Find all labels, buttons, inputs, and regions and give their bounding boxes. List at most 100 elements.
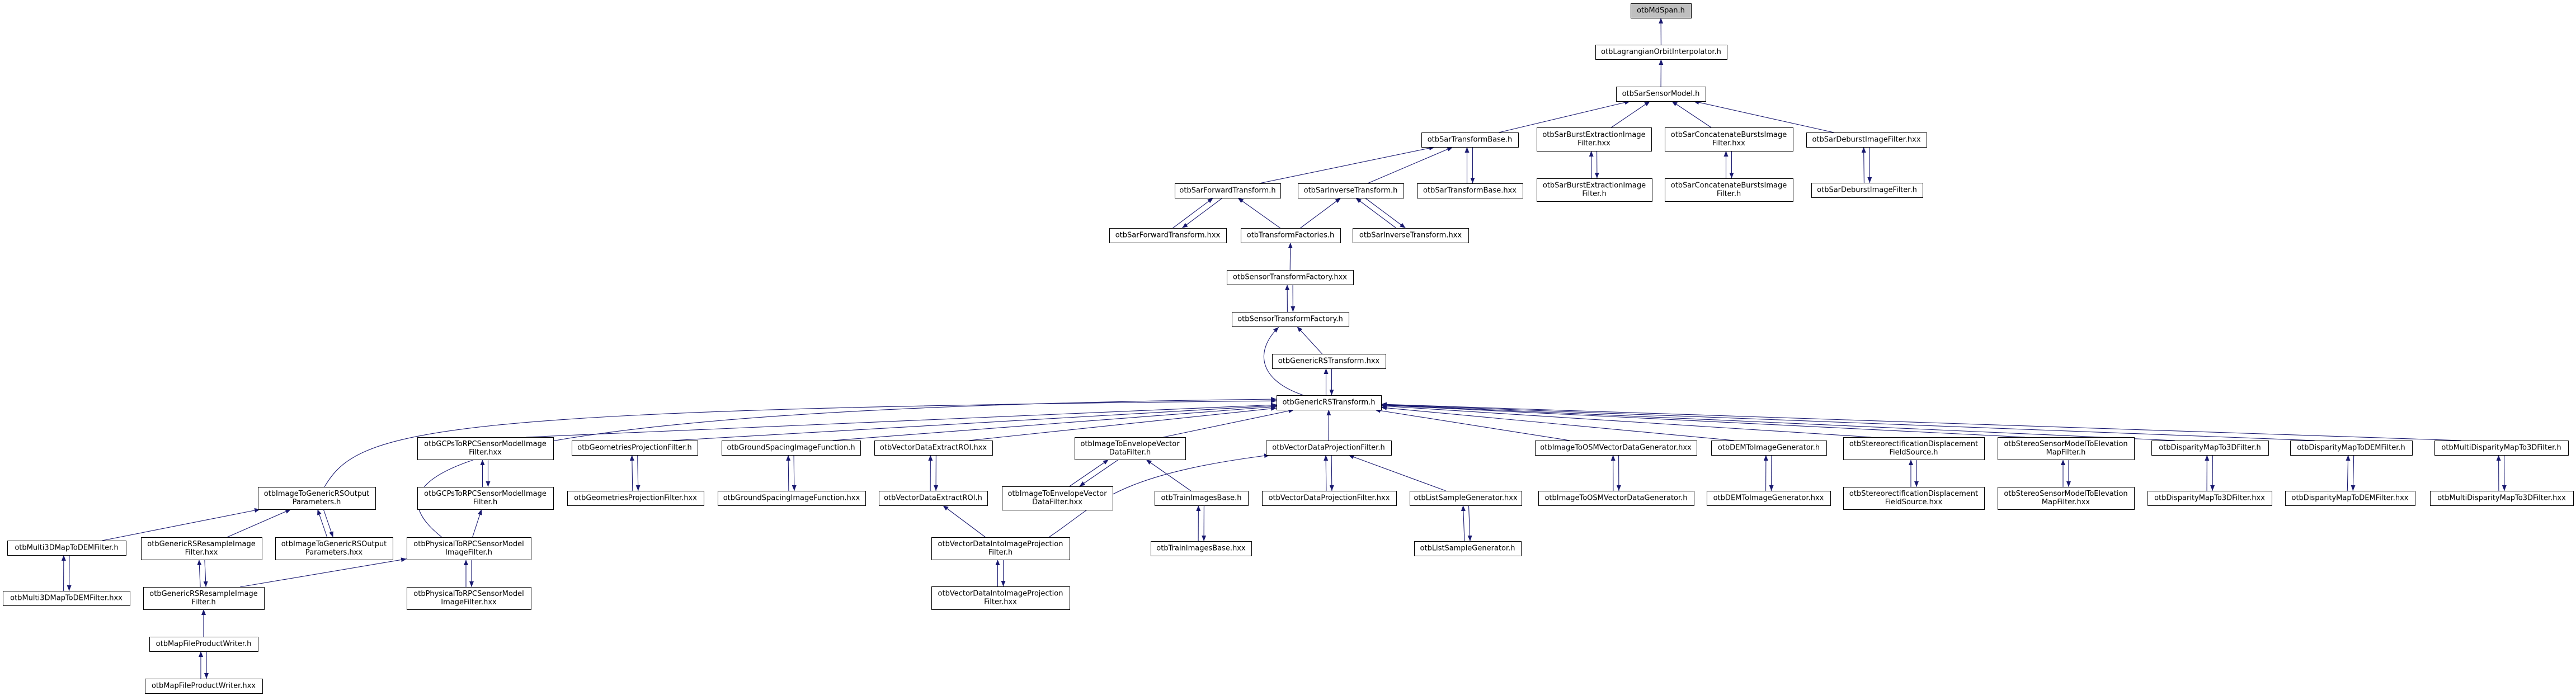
node-box	[1414, 541, 1522, 556]
node-label: otbVectorDataProjectionFilter.hxx	[1269, 494, 1390, 503]
node-grst-h[interactable]: otbGenericRSTransform.h	[1277, 395, 1382, 410]
node-box	[1707, 491, 1831, 506]
node-box	[417, 487, 554, 510]
node-multi3d-hxx[interactable]: otbMulti3DMapToDEMFilter.hxx	[3, 591, 130, 606]
edge-multidisp-h-to-grst-h	[1381, 402, 2461, 441]
node-listsample-hxx[interactable]: otbListSampleGenerator.hxx	[1410, 491, 1522, 506]
node-dispdem-hxx[interactable]: otbDisparityMapToDEMFilter.hxx	[2285, 491, 2415, 506]
node-listsample-h[interactable]: otbListSampleGenerator.h	[1414, 541, 1522, 556]
node-stf-h[interactable]: otbSensorTransformFactory.h	[1232, 312, 1349, 327]
node-label: otbImageToEnvelopeVector	[1007, 490, 1107, 498]
node-label: otbSarSensorModel.h	[1622, 90, 1700, 98]
node-vdproj-h[interactable]: otbVectorDataProjectionFilter.h	[1266, 441, 1392, 456]
edge-dispdem-hxx-to-dispdem-h	[2346, 454, 2351, 491]
node-stereorect-hxx[interactable]: otbStereorectificationDisplacementFieldS…	[1843, 487, 1985, 510]
node-stf-hxx[interactable]: otbSensorTransformFactory.hxx	[1227, 270, 1354, 285]
node-sartb-hxx[interactable]: otbSarTransformBase.hxx	[1417, 183, 1523, 198]
node-lagrange-h[interactable]: otbLagrangianOrbitInterpolator.h	[1595, 45, 1727, 60]
edge-sarfwd-h-to-sartb-h	[1259, 146, 1435, 184]
node-label: otbSarConcatenateBurstsImage	[1671, 182, 1787, 190]
node-vdroi-h[interactable]: otbVectorDataExtractROI.h	[879, 491, 988, 506]
node-box	[718, 491, 866, 506]
node-multidisp-hxx[interactable]: otbMultiDisparityMapTo3DFilter.hxx	[2430, 491, 2574, 506]
edge-phys2rpc-h-to-gcps-h	[472, 509, 482, 538]
edge-stereosm-h-to-grst-h	[1381, 403, 2025, 438]
nodes-layer: otbMdSpan.hotbLagrangianOrbitInterpolato…	[3, 3, 2574, 694]
edges-layer	[61, 17, 2507, 679]
node-multidisp-h[interactable]: otbMultiDisparityMapTo3DFilter.h	[2434, 441, 2569, 456]
node-box	[1353, 228, 1469, 243]
node-tfactories-h[interactable]: otbTransformFactories.h	[1241, 228, 1341, 243]
node-mapwriter-hxx[interactable]: otbMapFileProductWriter.hxx	[145, 679, 263, 694]
node-geomproj-h[interactable]: otbGeometriesProjectionFilter.h	[572, 441, 698, 456]
node-sarinv-h[interactable]: otbSarInverseTransform.h	[1298, 183, 1404, 198]
edge-osm-hxx-to-grst-h	[1374, 408, 1570, 441]
node-multi3d-h[interactable]: otbMulti3DMapToDEMFilter.h	[7, 541, 126, 556]
node-dispdem-h[interactable]: otbDisparityMapToDEMFilter.h	[2290, 441, 2413, 456]
node-trainimg-hxx[interactable]: otbTrainImagesBase.hxx	[1151, 541, 1252, 556]
node-label: ImageFilter.h	[445, 548, 492, 557]
node-box	[1277, 395, 1382, 410]
node-sardeburst-hxx[interactable]: otbSarDeburstImageFilter.hxx	[1806, 132, 1927, 148]
node-vdinto-hxx[interactable]: otbVectorDataIntoImageProjectionFilter.h…	[931, 586, 1070, 610]
node-label: otbStereoSensorModelToElevation	[2004, 440, 2127, 448]
node-groundsp-hxx[interactable]: otbGroundSpacingImageFunction.hxx	[718, 491, 866, 506]
node-sarsensor-h[interactable]: otbSarSensorModel.h	[1616, 87, 1706, 102]
node-stereosm-h[interactable]: otbStereoSensorModelToElevationMapFilter…	[1998, 437, 2135, 460]
node-sardeburst-h[interactable]: otbSarDeburstImageFilter.h	[1811, 183, 1923, 198]
node-label: otbDEMToImageGenerator.hxx	[1713, 494, 1824, 503]
node-box	[145, 679, 263, 694]
node-box	[2148, 491, 2272, 506]
node-label: otbGeometriesProjectionFilter.hxx	[574, 494, 697, 503]
node-label: otbVectorDataExtractROI.h	[884, 494, 982, 503]
node-label: Filter.h	[473, 498, 497, 506]
node-label: otbImageToGenericRSOutput	[264, 490, 370, 498]
node-box	[572, 441, 698, 456]
node-box	[1410, 491, 1522, 506]
node-phys2rpc-hxx[interactable]: otbPhysicalToRPCSensorModelImageFilter.h…	[407, 587, 531, 610]
node-grst-hxx[interactable]: otbGenericRSTransform.hxx	[1272, 354, 1386, 369]
node-osm-hxx[interactable]: otbImageToOSMVectorDataGenerator.hxx	[1535, 441, 1697, 456]
node-sarfwd-h[interactable]: otbSarForwardTransform.h	[1175, 183, 1281, 198]
node-vdroi-hxx[interactable]: otbVectorDataExtractROI.hxx	[874, 441, 993, 456]
node-sarinv-hxx[interactable]: otbSarInverseTransform.hxx	[1353, 228, 1469, 243]
edge-listsample-hxx-to-listsample-h	[1467, 505, 1472, 542]
node-label: Parameters.h	[293, 498, 341, 506]
node-stereosm-hxx[interactable]: otbStereoSensorModelToElevationMapFilter…	[1998, 487, 2135, 510]
node-stereorect-h[interactable]: otbStereorectificationDisplacementFieldS…	[1843, 437, 1985, 460]
node-sarfwd-hxx[interactable]: otbSarForwardTransform.hxx	[1109, 228, 1227, 243]
node-box	[2285, 491, 2415, 506]
node-trainimg-h[interactable]: otbTrainImagesBase.h	[1155, 491, 1249, 506]
node-disp3d-hxx[interactable]: otbDisparityMapTo3DFilter.hxx	[2148, 491, 2272, 506]
node-label: otbGenericRSTransform.h	[1282, 399, 1375, 407]
node-label: otbDisparityMapToDEMFilter.hxx	[2292, 494, 2409, 503]
node-osm-h[interactable]: otbImageToOSMVectorDataGenerator.h	[1538, 491, 1694, 506]
node-vdproj-hxx[interactable]: otbVectorDataProjectionFilter.hxx	[1262, 491, 1397, 506]
node-label: otbSarTransformBase.h	[1428, 136, 1513, 144]
node-label: otbListSampleGenerator.h	[1420, 545, 1515, 553]
node-label: otbTrainImagesBase.hxx	[1156, 545, 1246, 553]
node-disp3d-h[interactable]: otbDisparityMapTo3DFilter.h	[2151, 441, 2269, 456]
node-box	[143, 587, 265, 610]
node-sartb-h[interactable]: otbSarTransformBase.h	[1421, 132, 1519, 148]
node-groundsp-h[interactable]: otbGroundSpacingImageFunction.h	[722, 441, 861, 456]
node-dem2img-hxx[interactable]: otbDEMToImageGenerator.hxx	[1707, 491, 1831, 506]
node-dem2img-h[interactable]: otbDEMToImageGenerator.h	[1711, 441, 1827, 456]
node-geomproj-hxx[interactable]: otbGeometriesProjectionFilter.hxx	[567, 491, 704, 506]
node-label: Filter.hxx	[1712, 139, 1745, 148]
node-mapwriter-h[interactable]: otbMapFileProductWriter.h	[149, 637, 258, 652]
